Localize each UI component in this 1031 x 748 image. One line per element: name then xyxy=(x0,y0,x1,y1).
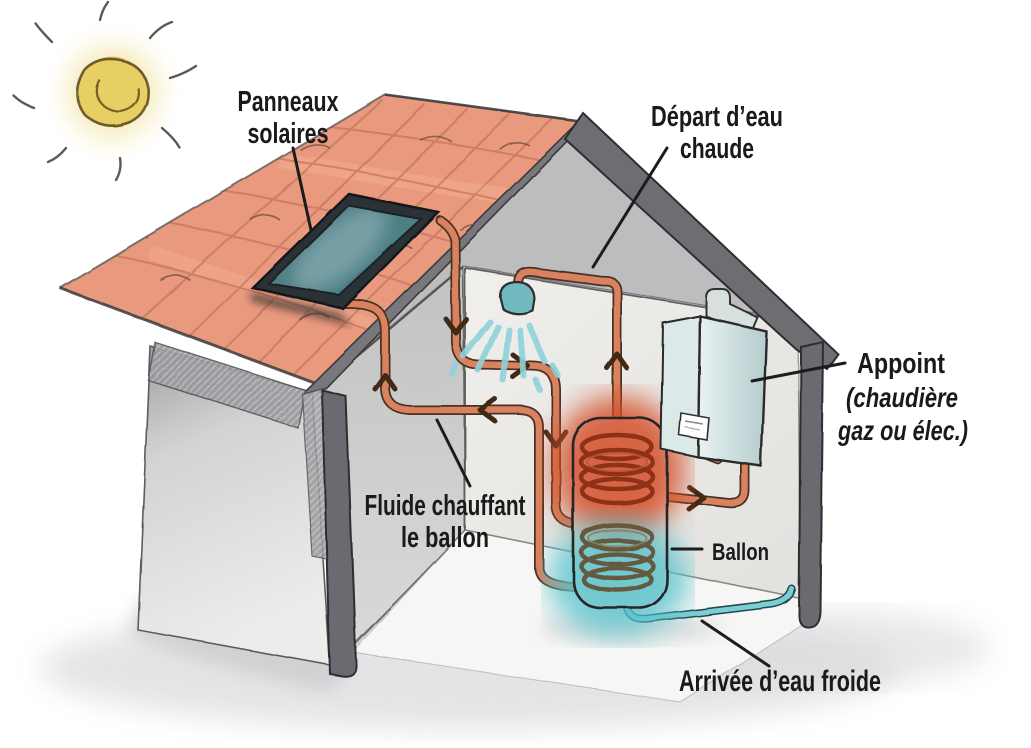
solar-loop-supply-pipe xyxy=(435,215,597,533)
label-depart-line1: Départ d’eau xyxy=(651,101,783,133)
top-heating-coil xyxy=(578,432,656,506)
right-wall-beam xyxy=(797,340,825,629)
eave-fascia xyxy=(147,341,306,429)
label-panneaux-line2: solaires xyxy=(248,118,329,150)
labels: Panneaux solaires Départ d’eau chaude Ap… xyxy=(238,86,969,698)
callout-line-fluide xyxy=(435,418,472,488)
hot-water-pipe xyxy=(513,266,622,425)
label-depart-line2: chaude xyxy=(680,133,754,165)
label-appoint-line1: Appoint xyxy=(857,348,945,380)
callout-lines xyxy=(291,146,847,668)
front-corner-post xyxy=(320,388,358,678)
solar-loop-return-pipe xyxy=(338,298,597,592)
callout-line-depart xyxy=(591,146,669,269)
label-appoint-line3: gaz ou élec.) xyxy=(837,415,968,446)
label-fluide-line2: le ballon xyxy=(401,522,489,554)
label-ballon: Ballon xyxy=(712,539,769,566)
label-appoint-line2: (chaudière xyxy=(846,382,958,413)
boiler xyxy=(659,288,768,468)
callout-line-panneaux xyxy=(291,146,313,232)
water-tank xyxy=(548,396,688,636)
bottom-heating-coil xyxy=(578,522,656,593)
callout-line-arrivee xyxy=(700,619,771,668)
label-fluide-line1: Fluide chauffant xyxy=(365,490,526,522)
shower-head xyxy=(498,280,536,315)
callout-line-appoint xyxy=(750,361,847,383)
solar-panel xyxy=(250,192,441,326)
shower-spray xyxy=(449,319,561,393)
shower xyxy=(449,280,561,393)
pipes xyxy=(338,215,796,624)
sun-icon xyxy=(12,0,198,182)
boiler-display xyxy=(678,412,710,441)
label-arrivee: Arrivée d’eau froide xyxy=(679,665,881,698)
sun-rays xyxy=(12,0,198,182)
label-panneaux-line1: Panneaux xyxy=(238,86,339,118)
